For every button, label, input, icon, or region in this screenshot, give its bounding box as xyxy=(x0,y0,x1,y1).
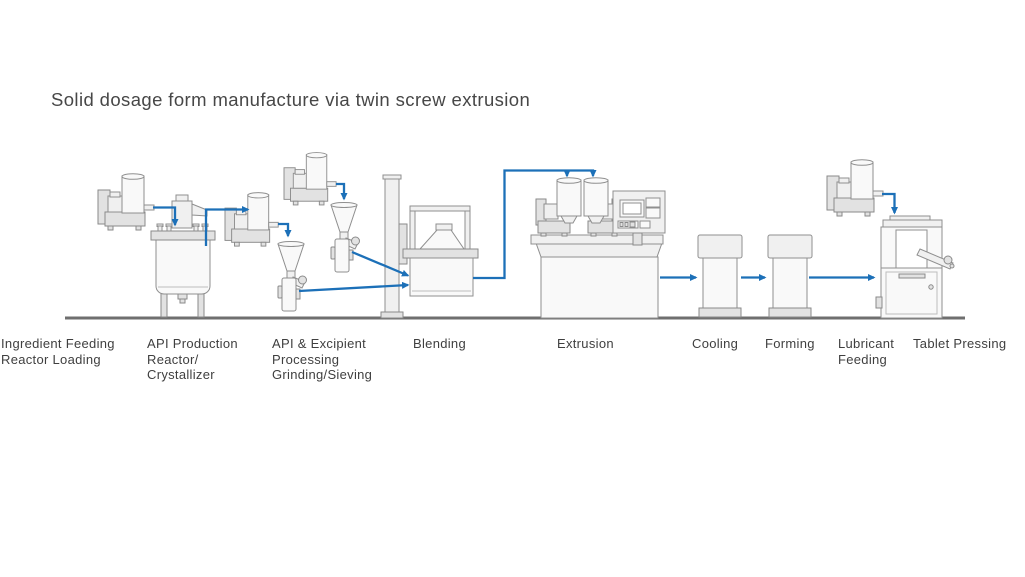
flow-blender-to-extruder xyxy=(473,169,597,280)
api-feeder-illustration xyxy=(224,192,279,247)
step-label-line: Ingredient Feeding xyxy=(1,336,115,351)
step-label-line: Tablet Pressing xyxy=(913,336,1007,351)
flow-mill-to-blender-upper xyxy=(351,250,410,277)
step-label-api-excipient-processing: API & Excipient Processing Grinding/Siev… xyxy=(272,336,372,383)
step-label-line: Forming xyxy=(765,336,815,351)
step-label-lubricant-feeding: Lubricant Feeding xyxy=(838,336,894,367)
flow-arrows xyxy=(153,169,898,293)
extruder-control-panel xyxy=(612,190,666,246)
step-label-blending: Blending xyxy=(413,336,466,352)
step-label-line: Crystallizer xyxy=(147,367,215,382)
cooling-unit-illustration xyxy=(697,234,743,318)
step-label-line: Cooling xyxy=(692,336,739,351)
step-label-line: Feeding xyxy=(838,351,888,367)
step-label-cooling: Cooling xyxy=(692,336,738,352)
step-label-extrusion: Extrusion xyxy=(557,336,614,352)
step-label-tablet-pressing: Tablet Pressing xyxy=(913,336,1006,352)
grinding-mill-illustration xyxy=(330,202,360,273)
step-label-line: Extrusion xyxy=(557,336,614,351)
excipient-feeder-illustration xyxy=(283,152,337,206)
step-label-forming: Forming xyxy=(765,336,815,352)
step-label-line: Grinding/Sieving xyxy=(272,367,373,382)
flow-excipient-feeder-to-mill xyxy=(336,182,348,201)
lubricant-feeder-illustration xyxy=(826,159,884,217)
step-label-line: Reactor/ xyxy=(147,351,199,367)
step-label-line: Blending xyxy=(413,336,466,351)
bin-blender-illustration xyxy=(380,174,479,319)
flow-reactor-to-api-feeder xyxy=(204,206,250,246)
flow-api-feeder-to-mill xyxy=(278,222,292,238)
step-label-line: API Production xyxy=(147,336,238,351)
reactor-crystallizer-illustration xyxy=(150,194,216,318)
step-label-api-production: API Production Reactor/ Crystallizer xyxy=(147,336,238,383)
twin-screw-extruder-illustration xyxy=(530,177,666,319)
flow-mill-to-blender-lower xyxy=(298,281,410,293)
forming-unit-illustration xyxy=(767,234,813,318)
ingredient-feeder-illustration xyxy=(97,173,155,231)
step-label-ingredient-feeding: Ingredient Feeding Reactor Loading xyxy=(1,336,115,367)
step-label-line: Lubricant xyxy=(838,336,895,351)
step-label-line: API & Excipient xyxy=(272,336,367,351)
flow-lubricant-to-press xyxy=(882,192,898,215)
step-label-line: Processing xyxy=(272,351,340,367)
step-label-line: Reactor Loading xyxy=(1,351,101,367)
diagram-title: Solid dosage form manufacture via twin s… xyxy=(51,89,531,110)
flow-feeder-to-reactor xyxy=(153,206,179,227)
sieving-mill-illustration xyxy=(277,241,307,312)
tablet-press-illustration xyxy=(875,215,955,319)
